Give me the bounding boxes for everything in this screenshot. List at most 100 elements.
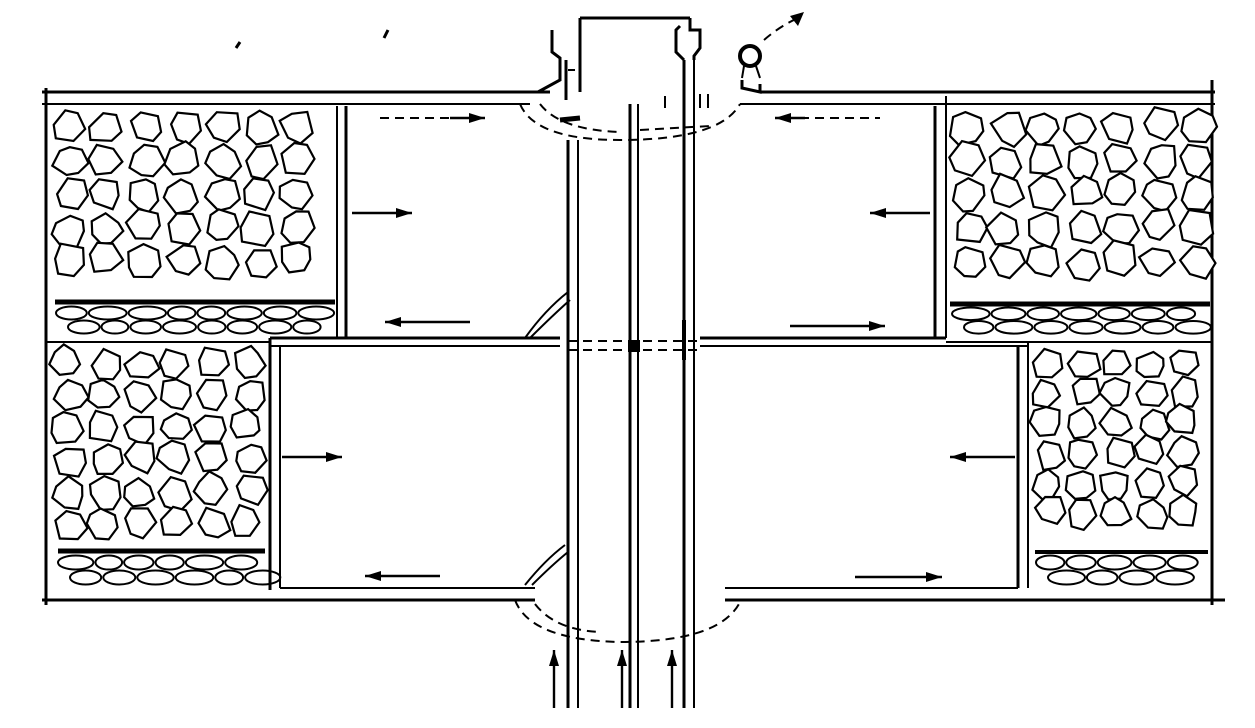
rock xyxy=(229,407,261,439)
rock xyxy=(1029,142,1063,176)
rock xyxy=(159,505,194,537)
rock xyxy=(1068,209,1103,245)
flow-arrow-head xyxy=(549,650,559,666)
pebble xyxy=(262,305,298,321)
pebble xyxy=(258,319,293,335)
flow-arrow-head xyxy=(870,208,886,218)
pebble xyxy=(1033,320,1069,335)
pebble xyxy=(94,554,124,571)
rock xyxy=(280,210,316,244)
annotation-ticks xyxy=(234,29,709,108)
rock xyxy=(1170,375,1199,408)
pebble-bands xyxy=(55,299,1210,554)
pebble xyxy=(136,569,175,586)
pebble-layer-upper-right xyxy=(951,306,1212,335)
pebble xyxy=(226,305,263,321)
flow-arrow-head xyxy=(365,571,381,581)
rock xyxy=(1098,406,1134,437)
rock xyxy=(1169,349,1200,377)
lower-shaft-dome xyxy=(514,599,741,644)
rock-fill-lower-left xyxy=(47,343,269,541)
rock xyxy=(1180,107,1219,144)
rock xyxy=(85,507,119,541)
pebble xyxy=(244,569,282,586)
pebble xyxy=(1118,569,1156,586)
rock xyxy=(1139,408,1171,441)
flow-arrow-head xyxy=(385,317,401,327)
rock xyxy=(1031,347,1064,379)
pebble xyxy=(292,319,322,335)
pebble xyxy=(1035,554,1066,571)
pebble xyxy=(1026,306,1060,322)
rock xyxy=(1180,174,1214,211)
rock xyxy=(128,143,167,178)
rock xyxy=(245,144,279,181)
rock xyxy=(54,509,89,541)
pebble xyxy=(166,305,197,321)
pebble-layer-upper-left xyxy=(55,305,336,335)
rock xyxy=(233,344,267,380)
pebble xyxy=(226,319,259,335)
rock xyxy=(1136,498,1169,530)
pebble xyxy=(123,554,155,571)
rock xyxy=(50,146,90,177)
rock xyxy=(988,146,1023,180)
rock xyxy=(1103,142,1138,173)
rock xyxy=(1102,239,1137,277)
pebble xyxy=(1096,554,1133,571)
rock xyxy=(88,241,125,273)
rock xyxy=(956,211,989,244)
rock xyxy=(280,241,312,274)
rock xyxy=(278,178,314,211)
rock xyxy=(243,177,276,212)
rock xyxy=(87,143,124,176)
rock-fill-lower-right xyxy=(1028,347,1200,532)
rock xyxy=(988,243,1027,280)
upper-right-chamber xyxy=(933,96,947,338)
rock xyxy=(87,112,123,142)
pebble xyxy=(297,305,336,321)
rock xyxy=(192,414,227,443)
pebble xyxy=(1068,320,1104,335)
rock xyxy=(129,111,163,143)
rock xyxy=(123,507,158,540)
pebble xyxy=(1085,569,1119,586)
rock xyxy=(1027,174,1067,212)
rock xyxy=(197,506,232,539)
rock xyxy=(51,474,84,511)
rock xyxy=(47,343,82,376)
rock xyxy=(90,211,125,245)
rock xyxy=(1135,350,1165,379)
rock xyxy=(990,172,1026,209)
rock xyxy=(989,111,1028,149)
rock xyxy=(984,211,1020,246)
rock xyxy=(948,110,985,147)
rock xyxy=(169,111,203,146)
rock xyxy=(1135,379,1169,408)
rock xyxy=(1098,376,1131,407)
rock xyxy=(128,178,160,214)
rock xyxy=(1070,174,1104,206)
rock xyxy=(953,246,987,278)
pebble xyxy=(1060,306,1098,322)
rock xyxy=(1165,434,1200,469)
braces xyxy=(524,291,686,586)
flow-arrow-head xyxy=(667,650,677,666)
pebble xyxy=(994,320,1034,335)
pebble-layer-lower-left xyxy=(56,554,282,586)
rock xyxy=(162,178,200,215)
rock xyxy=(127,242,162,279)
pebble xyxy=(55,305,88,321)
rock xyxy=(1098,471,1129,501)
rock xyxy=(204,111,241,144)
rock xyxy=(1101,213,1141,245)
rock xyxy=(123,476,156,508)
rock xyxy=(155,439,191,475)
rock xyxy=(90,347,122,381)
rock xyxy=(1066,350,1102,379)
pebble xyxy=(67,319,101,335)
rock xyxy=(1031,467,1061,502)
rock xyxy=(1143,144,1177,180)
rock xyxy=(280,141,316,176)
